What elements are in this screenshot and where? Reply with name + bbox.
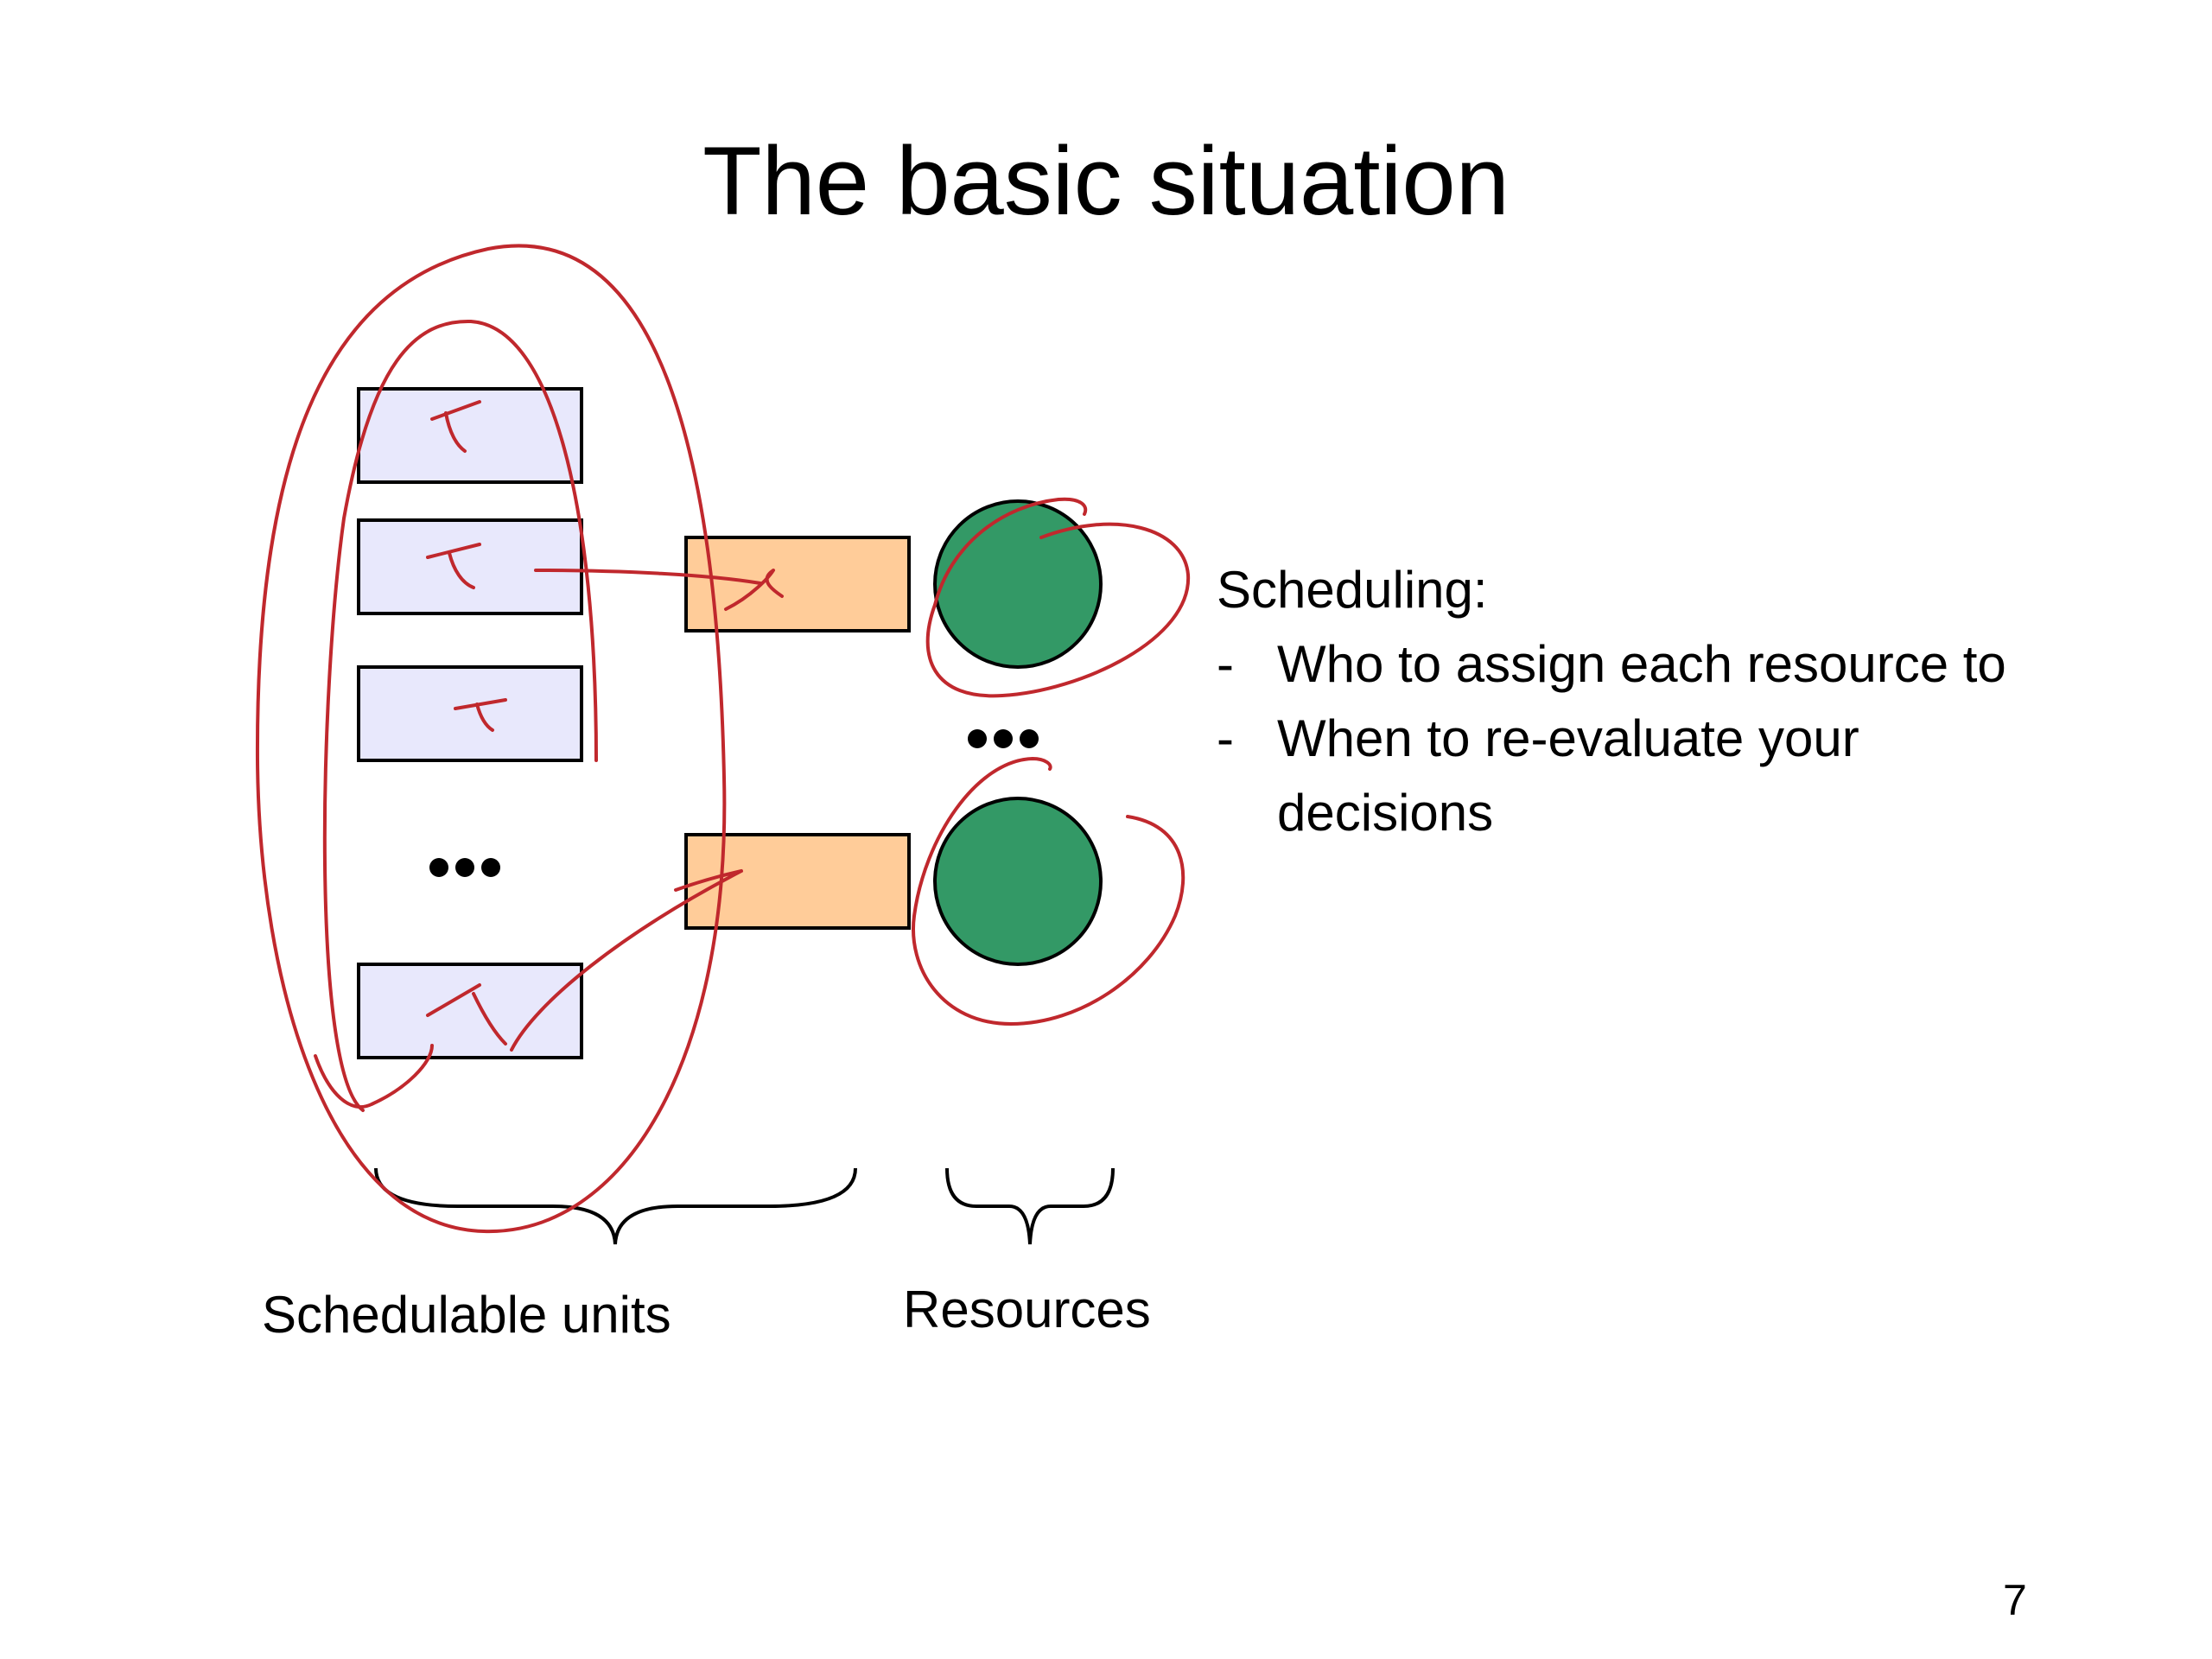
notes-item-text: When to re-evaluate your decisions [1277,709,1859,842]
notes-item-1: -Who to assign each resource to [1217,627,2176,702]
bullet-dash: - [1217,635,1234,693]
units-brace [374,1167,857,1245]
notes-item-text: Who to assign each resource to [1277,635,2006,693]
resource-circle-2 [933,797,1103,966]
ink-t-mark-2 [426,543,481,589]
resource-circle-1 [933,499,1103,669]
resources-label: Resources [903,1281,1151,1338]
resource-slots [684,536,911,930]
units-ellipsis [429,858,500,877]
notes-heading: Scheduling: [1217,561,1488,619]
ink-inner-loop [322,319,598,1112]
ink-inner-loop-tail [314,1044,434,1109]
scheduling-notes: Scheduling: -Who to assign each resource… [1217,553,2176,850]
ink-resource-ring-2 [912,757,1185,1026]
unit-box-2 [357,518,583,615]
slide-title: The basic situation [702,127,1510,235]
notes-item-2: -When to re-evaluate your decisions [1217,702,1968,850]
ink-resource-ring-1 [925,497,1191,698]
unit-box-4 [357,963,583,1059]
ink-outer-ellipse [255,244,727,1234]
notes-list: -Who to assign each resource to -When to… [1217,627,2176,850]
bullet-dash: - [1217,709,1234,767]
page-number: 7 [2003,1576,2027,1624]
ink-t-mark-3 [454,698,507,732]
ink-t-mark-4 [426,983,507,1046]
schedulable-units-label: Schedulable units [262,1286,671,1344]
resources-brace [945,1167,1115,1245]
ink-t-mark-1 [430,400,481,453]
ink-annotations [255,244,1191,1234]
unit-box-3 [357,665,583,762]
ink-arrow-2 [510,869,743,1052]
schedulable-units [357,387,583,1059]
resources-ellipsis [968,729,1039,748]
resources [933,499,1103,966]
ink-arrow-1 [534,569,784,611]
slot-box-1 [684,536,911,632]
